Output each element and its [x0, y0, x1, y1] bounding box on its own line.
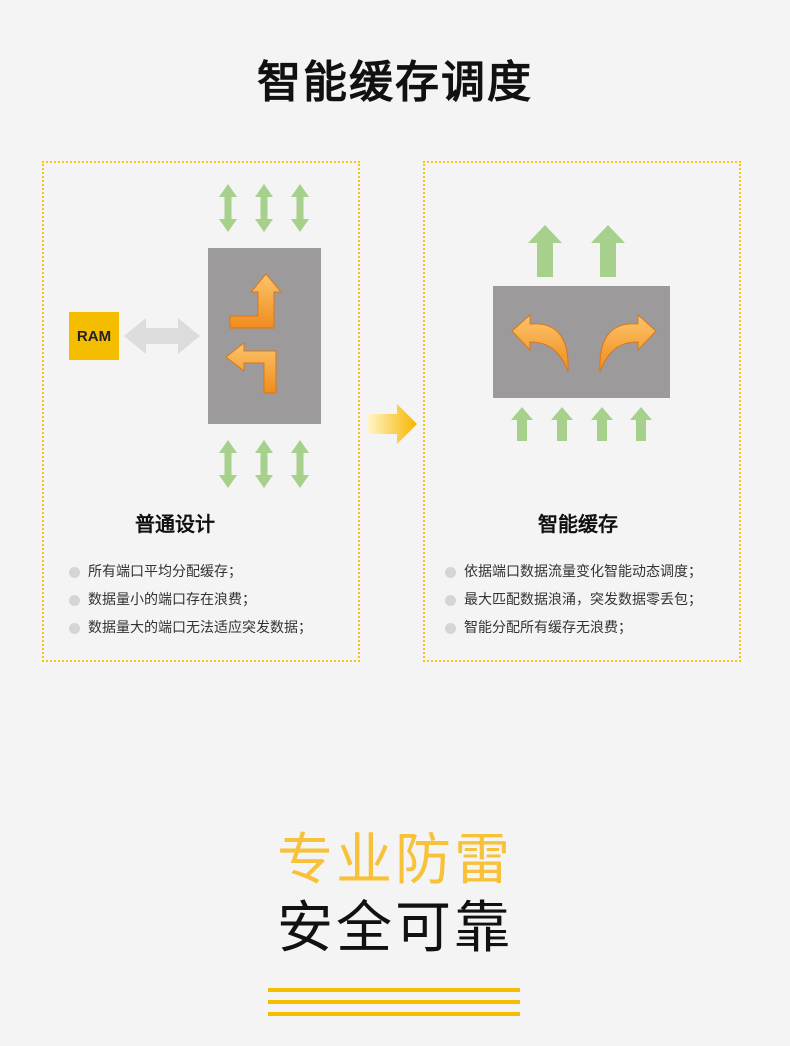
bullet-dot-icon [69, 622, 80, 634]
slogan-line-2: 安全可靠 [277, 896, 513, 961]
ram-chip: RAM [69, 312, 119, 360]
inflow-arrow-icon [511, 407, 533, 441]
bidirectional-arrow-icon [291, 440, 309, 488]
list-item: 数据量大的端口无法适应突发数据； [69, 614, 312, 642]
bullet-dot-icon [445, 594, 456, 606]
normal-design-panel [42, 161, 360, 662]
outflow-arrow-icon [591, 225, 625, 277]
inflow-arrow-icon [591, 407, 613, 441]
ram-bidirectional-arrow-icon [124, 318, 200, 354]
list-item: 依据端口数据流量变化智能动态调度； [445, 558, 702, 586]
normal-design-heading: 普通设计 [135, 512, 215, 536]
smart-cache-heading: 智能缓存 [538, 512, 618, 536]
bidirectional-arrow-icon [291, 184, 309, 232]
bullet-dot-icon [69, 566, 80, 578]
slogan-line-1: 专业防雷 [277, 828, 513, 893]
curved-return-right-arrow-icon [599, 313, 657, 373]
bullet-dot-icon [69, 594, 80, 606]
list-item: 数据量小的端口存在浪费； [69, 586, 312, 614]
bidirectional-arrow-icon [255, 184, 273, 232]
bidirectional-arrow-icon [219, 184, 237, 232]
turn-down-arrow-icon [225, 341, 277, 394]
inflow-arrow-icon [551, 407, 573, 441]
bidirectional-arrow-icon [255, 440, 273, 488]
smart-cache-panel [423, 161, 741, 662]
smart-cache-feature-list: 依据端口数据流量变化智能动态调度； 最大匹配数据浪涌，突发数据零丢包； 智能分配… [445, 558, 702, 642]
bidirectional-arrow-icon [219, 440, 237, 488]
decorative-bar [268, 1012, 520, 1016]
page-title: 智能缓存调度 [257, 57, 533, 108]
bullet-dot-icon [445, 566, 456, 578]
transition-arrow-icon [367, 404, 417, 444]
decorative-bar [268, 1000, 520, 1004]
list-item: 智能分配所有缓存无浪费； [445, 614, 702, 642]
turn-up-arrow-icon [229, 273, 283, 329]
outflow-arrow-icon [528, 225, 562, 277]
list-item: 所有端口平均分配缓存； [69, 558, 312, 586]
list-item: 最大匹配数据浪涌，突发数据零丢包； [445, 586, 702, 614]
normal-design-feature-list: 所有端口平均分配缓存； 数据量小的端口存在浪费； 数据量大的端口无法适应突发数据… [69, 558, 312, 642]
bullet-dot-icon [445, 622, 456, 634]
decorative-bar [268, 988, 520, 992]
curved-return-left-arrow-icon [511, 313, 569, 373]
inflow-arrow-icon [630, 407, 652, 441]
